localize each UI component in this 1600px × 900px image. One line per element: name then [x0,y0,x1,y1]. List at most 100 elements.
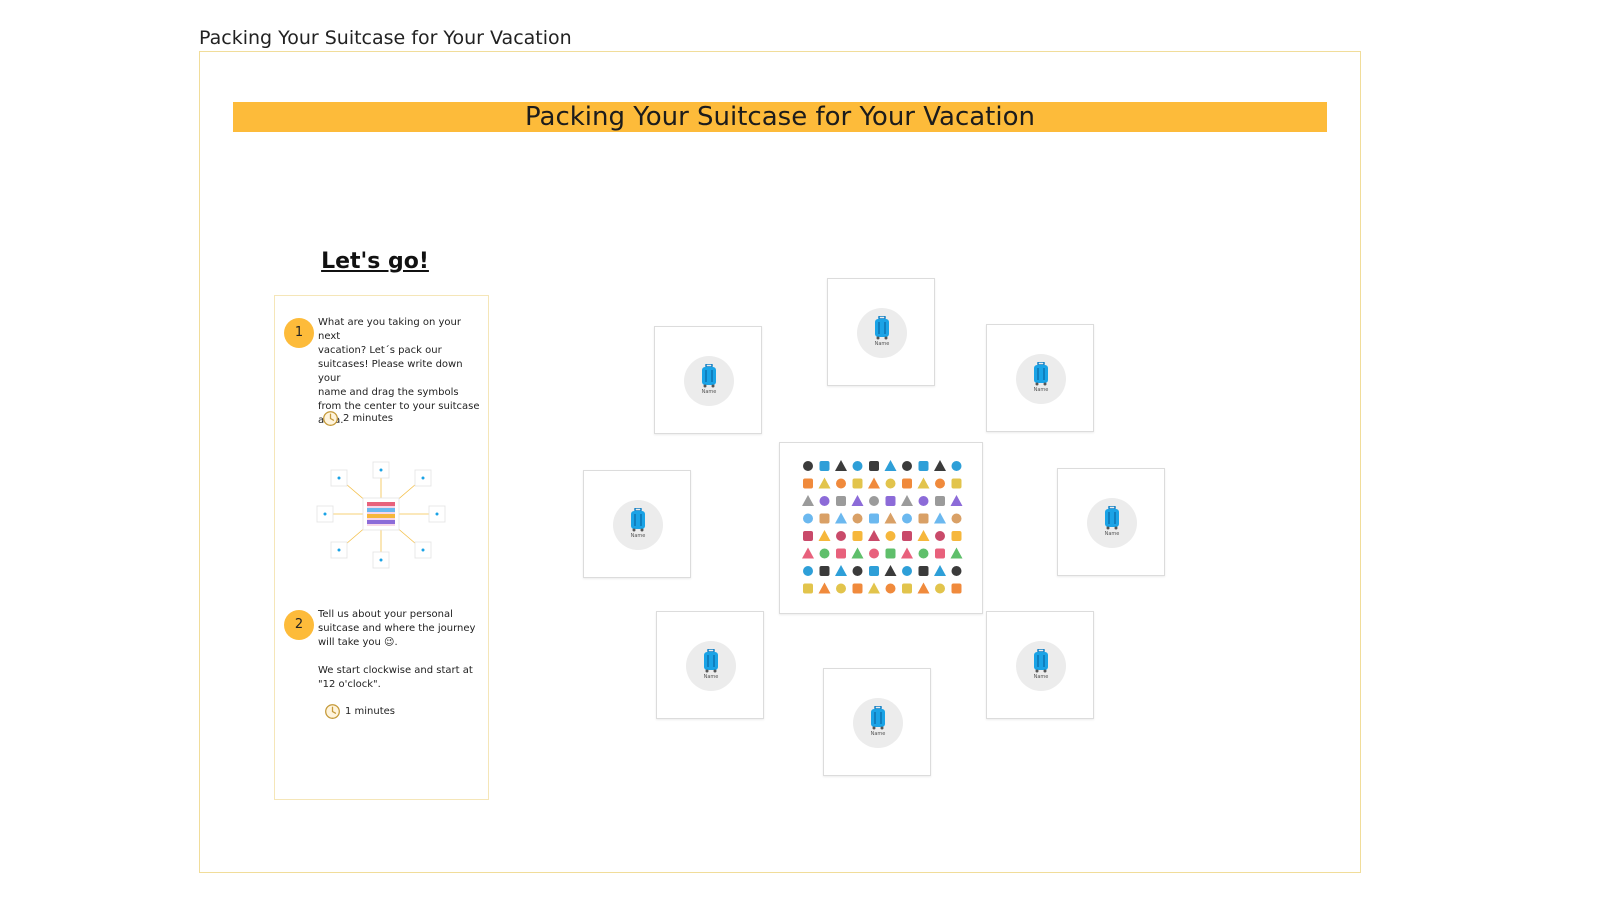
vacation-item-sticker[interactable] [935,531,945,541]
whiteboard-frame: Packing Your Suitcase for Your Vacation … [199,51,1361,873]
vacation-item-sticker[interactable] [902,583,912,594]
vacation-item-sticker[interactable] [836,531,846,541]
vacation-item-sticker[interactable] [935,478,945,489]
vacation-item-sticker[interactable] [885,583,896,594]
vacation-item-sticker[interactable] [835,512,847,524]
vacation-item-sticker[interactable] [869,461,879,471]
vacation-item-sticker[interactable] [884,512,897,524]
vacation-item-sticker[interactable] [951,566,962,576]
vacation-item-sticker[interactable] [902,566,912,576]
vacation-item-sticker[interactable] [818,530,831,541]
vacation-item-sticker[interactable] [802,495,814,506]
vacation-item-sticker[interactable] [852,461,863,471]
vacation-item-sticker[interactable] [836,496,846,506]
vacation-item-sticker[interactable] [851,547,864,559]
vacation-item-sticker[interactable] [951,531,962,541]
suitcase-card-right[interactable]: Name [1057,468,1165,576]
vacation-item-sticker[interactable] [852,478,863,489]
vacation-item-sticker[interactable] [917,530,930,541]
vacation-item-sticker[interactable] [868,477,880,489]
vacation-item-sticker[interactable] [868,582,880,594]
vacation-item-sticker[interactable] [852,513,863,524]
vacation-item-sticker[interactable] [918,513,929,524]
suitcase-card-bottom[interactable]: Name [823,668,931,776]
suitcase-card-bottom-left[interactable]: Name [656,611,764,719]
vacation-item-sticker[interactable] [951,478,962,489]
vacation-item-sticker[interactable] [803,478,813,489]
suitcase-card-top-left[interactable]: Name [654,326,762,434]
vacation-item-sticker[interactable] [803,566,813,576]
vacation-item-sticker[interactable] [902,461,912,471]
vacation-item-sticker[interactable] [852,566,863,576]
vacation-item-sticker[interactable] [868,530,880,541]
vacation-item-sticker[interactable] [803,513,813,524]
luggage-icon [1105,506,1119,530]
vacation-item-sticker[interactable] [901,495,913,506]
vacation-item-sticker[interactable] [884,460,897,471]
vacation-item-sticker[interactable] [935,496,945,506]
vacation-item-sticker[interactable] [869,513,879,524]
vacation-item-sticker[interactable] [935,548,945,559]
vacation-item-sticker[interactable] [885,548,896,559]
vacation-item-sticker[interactable] [852,583,863,594]
vacation-item-sticker[interactable] [818,582,831,594]
vacation-item-sticker[interactable] [934,460,946,471]
vacation-item-sticker[interactable] [918,566,929,576]
vacation-item-sticker[interactable] [918,496,929,506]
instructions-panel: 1 What are you taking on your next vacat… [274,295,489,800]
vacation-items-icon-grid[interactable] [800,458,965,598]
vacation-item-sticker[interactable] [835,460,847,471]
vacation-item-sticker[interactable] [885,478,896,489]
suitcase-card-bottom-right[interactable]: Name [986,611,1094,719]
card-name-label: Name [701,389,717,395]
vacation-item-sticker[interactable] [951,583,962,594]
vacation-item-sticker[interactable] [819,496,830,506]
vacation-item-sticker[interactable] [902,531,912,541]
vacation-item-sticker[interactable] [902,478,912,489]
vacation-item-sticker[interactable] [869,496,879,506]
vacation-item-sticker[interactable] [819,548,830,559]
vacation-item-sticker[interactable] [803,583,813,594]
vacation-item-sticker[interactable] [935,583,945,594]
suitcase-card-top-right[interactable]: Name [986,324,1094,432]
vacation-item-sticker[interactable] [835,565,847,576]
card-name-label: Name [630,533,646,539]
vacation-item-sticker[interactable] [851,495,864,506]
vacation-item-sticker[interactable] [917,582,930,594]
vacation-item-sticker[interactable] [917,477,930,489]
vacation-item-sticker[interactable] [950,495,963,506]
vacation-item-sticker[interactable] [902,513,912,524]
vacation-item-sticker[interactable] [819,513,830,524]
vacation-item-sticker[interactable] [836,478,846,489]
vacation-item-sticker[interactable] [803,461,813,471]
vacation-item-sticker[interactable] [918,548,929,559]
vacation-item-sticker[interactable] [819,461,830,471]
vacation-item-sticker[interactable] [836,583,846,594]
vacation-item-sticker[interactable] [869,566,879,576]
suitcase-card-left[interactable]: Name [583,470,691,578]
vacation-item-sticker[interactable] [803,531,813,541]
vacation-item-sticker[interactable] [885,496,896,506]
suitcase-card-top[interactable]: Name [827,278,935,386]
vacation-item-sticker[interactable] [852,531,863,541]
step-2-duration: 1 minutes [345,706,396,717]
vacation-items-palette[interactable] [779,442,983,614]
luggage-icon [702,364,716,388]
vacation-item-sticker[interactable] [951,461,962,471]
vacation-item-sticker[interactable] [918,461,929,471]
vacation-item-sticker[interactable] [869,548,879,559]
vacation-item-sticker[interactable] [934,565,946,576]
title-banner: Packing Your Suitcase for Your Vacation [233,102,1327,132]
vacation-item-sticker[interactable] [884,565,897,576]
vacation-item-sticker[interactable] [951,513,962,524]
vacation-item-sticker[interactable] [950,547,963,559]
vacation-item-sticker[interactable] [819,566,830,576]
vacation-item-sticker[interactable] [836,548,846,559]
luggage-icon [871,706,885,730]
vacation-item-sticker[interactable] [802,547,814,559]
vacation-item-sticker[interactable] [818,477,831,489]
vacation-item-sticker[interactable] [934,512,946,524]
vacation-item-sticker[interactable] [885,531,896,541]
step-2-text: Tell us about your personal suitcase and… [318,609,476,690]
vacation-item-sticker[interactable] [901,547,913,559]
